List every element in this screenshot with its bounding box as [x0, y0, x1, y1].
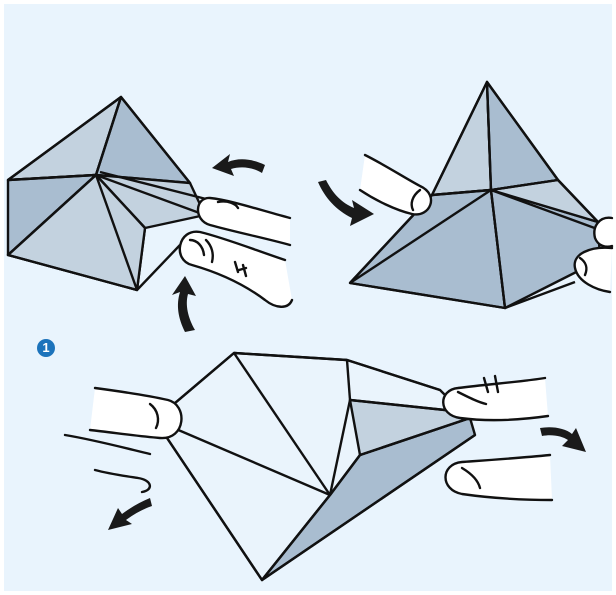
step-number-badge: 1: [37, 339, 55, 357]
